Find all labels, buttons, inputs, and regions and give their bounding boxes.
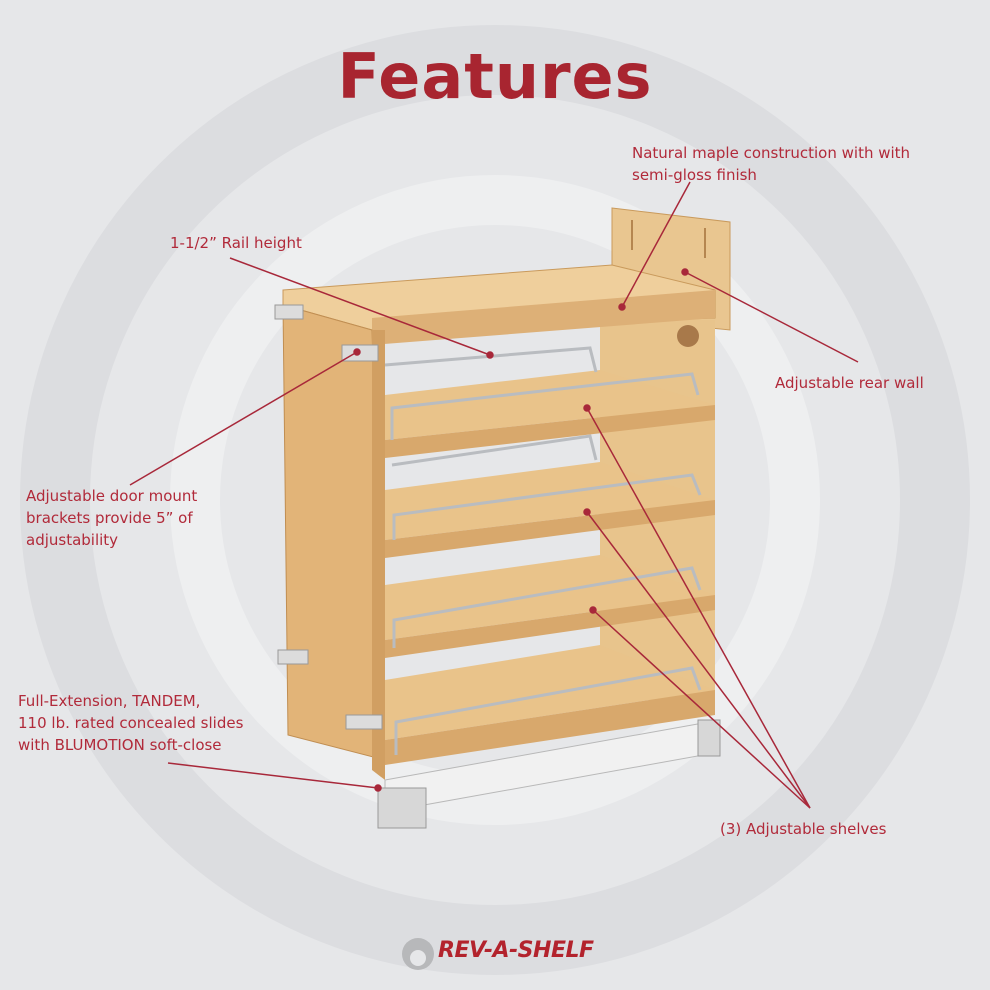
rev-a-shelf-logo: REV-A-SHELF <box>400 936 600 976</box>
callout-line: with BLUMOTION soft-close <box>18 736 222 754</box>
callout-rail-height: 1-1/2” Rail height <box>170 234 302 252</box>
logo-brand: REV-A-SHELF <box>438 938 594 963</box>
page-title: Features <box>337 40 653 113</box>
callout-line: Natural maple construction with with <box>632 144 911 162</box>
logo-emblem-icon <box>402 938 434 970</box>
callout-line: semi-gloss finish <box>632 166 757 184</box>
callout-rear-wall: Adjustable rear wall <box>775 374 924 392</box>
callout-line: 110 lb. rated concealed slides <box>18 714 244 732</box>
callout-line: Full-Extension, TANDEM, <box>18 692 201 710</box>
callout-shelves: (3) Adjustable shelves <box>720 820 887 838</box>
callout-line: Adjustable door mount <box>26 487 198 505</box>
callout-maple-construction: Natural maple construction with with sem… <box>632 142 910 186</box>
callout-slides: Full-Extension, TANDEM, 110 lb. rated co… <box>18 690 243 756</box>
callout-line: brackets provide 5” of <box>26 509 193 527</box>
callout-door-mount: Adjustable door mount brackets provide 5… <box>26 485 197 551</box>
callout-line: adjustability <box>26 531 119 549</box>
